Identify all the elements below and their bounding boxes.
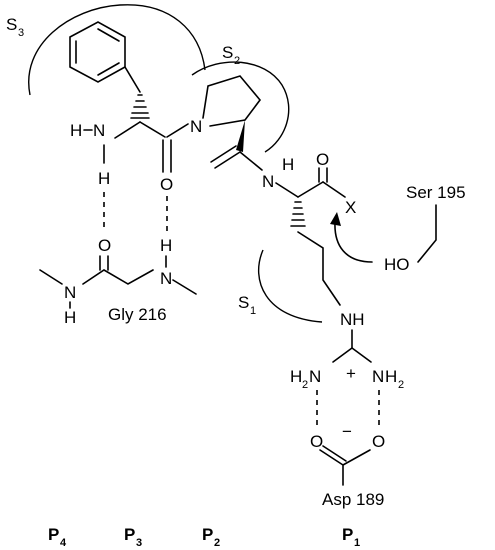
p1-alpha-hash-bond	[290, 201, 306, 227]
p1-nh-n-label: N	[262, 172, 274, 191]
p1-label-main: P	[342, 525, 353, 544]
s1-label-main: S	[238, 293, 249, 312]
ser-ho-label: HO	[384, 255, 410, 274]
guanidinium-right-h: H	[385, 367, 397, 386]
s2-label: S 2	[222, 43, 240, 67]
gly-n-left-h-label: H	[64, 308, 76, 327]
p1-carbonyl-bond	[318, 167, 328, 183]
arg-side-chain	[297, 231, 341, 306]
gly-216-label: Gly 216	[108, 305, 167, 324]
p1-alpha-to-carbonyl-bond	[297, 181, 324, 198]
pro-alpha-wedge	[236, 120, 245, 152]
pro-carbonyl-bond	[210, 145, 241, 169]
guanidinium-right-n: N	[372, 367, 384, 386]
p3-label-sub: 3	[136, 537, 142, 549]
p2-label-sub: 2	[214, 537, 220, 549]
p3-nh-h-lower: H	[98, 169, 110, 188]
benzene-inner-bonds	[75, 28, 120, 76]
ser-side-chain	[417, 204, 437, 263]
p3-label: P 3	[124, 525, 142, 549]
s1-label-sub: 1	[250, 305, 256, 317]
s2-label-sub: 2	[234, 55, 240, 67]
p4-label-sub: 4	[60, 537, 67, 549]
guanidinium-right-2: 2	[398, 379, 404, 391]
guanidinium-left-n: N	[309, 367, 321, 386]
guanidinium-plus: +	[346, 364, 356, 383]
p4-label-main: P	[48, 525, 59, 544]
s3-label-sub: 3	[18, 27, 24, 39]
s2-label-main: S	[222, 43, 233, 62]
p1-n-to-alpha-bond	[275, 182, 299, 198]
s3-pocket-arc	[28, 4, 206, 96]
p3-label-main: P	[124, 525, 135, 544]
s2-pocket-arc	[191, 61, 290, 153]
p4-label: P 4	[48, 525, 67, 549]
p2-label: P 2	[202, 525, 220, 549]
guanidinium-bonds	[332, 347, 372, 363]
p1-label: P 1	[342, 525, 360, 549]
guanidinium-left-h: H	[290, 367, 302, 386]
s1-pocket-arc	[258, 249, 323, 323]
p1-carbonyl-o-label: O	[316, 150, 329, 169]
p1-carbonyl-to-x-bond	[322, 181, 346, 198]
gly-n-left-label: N	[64, 283, 76, 302]
gly-n-right-label: N	[160, 269, 172, 288]
p3-carbonyl-bond	[162, 139, 172, 173]
leaving-group-x-label: X	[345, 198, 356, 217]
asp-minus-label: −	[342, 422, 352, 441]
p3-alpha-hash-bond	[130, 94, 150, 119]
asp-o-left-label: O	[310, 432, 323, 451]
p3-carbonyl-to-n-bond	[166, 123, 189, 138]
p3-alpha-to-carbonyl-bond	[139, 121, 166, 138]
p3-alpha-to-n-bond	[114, 121, 141, 139]
asp-carboxylate-bonds	[319, 445, 371, 486]
p1-nh-h-label: H	[282, 155, 294, 174]
p2-label-main: P	[202, 525, 213, 544]
arg-nh-label: NH	[340, 310, 365, 329]
guanidinium-left-2: 2	[302, 379, 308, 391]
s3-label: S 3	[6, 15, 24, 39]
pro-n-label: N	[190, 117, 202, 136]
nucleophilic-attack-arrow	[334, 221, 373, 263]
gly-backbone	[39, 269, 197, 295]
p3-carbonyl-o-label: O	[160, 175, 173, 194]
pro-carbonyl-to-nh-bond	[239, 151, 263, 171]
s3-label-main: S	[6, 15, 17, 34]
asp-189-label: Asp 189	[322, 490, 384, 509]
proline-ring	[202, 75, 262, 127]
benzene-ring	[69, 21, 126, 83]
benzyl-ch2-bond	[124, 66, 141, 93]
ser-195-label: Ser 195	[406, 183, 466, 202]
gly-o-label: O	[98, 236, 111, 255]
p3-nh-n-label: N	[93, 121, 105, 140]
gly-nh-h-label: H	[160, 236, 172, 255]
p3-nh-h-label: H	[70, 121, 82, 140]
gly-carbonyl-bond	[99, 255, 109, 271]
asp-o-right-label: O	[372, 432, 385, 451]
s1-label: S 1	[238, 293, 256, 317]
nucleophilic-attack-arrowhead	[330, 212, 341, 226]
p1-label-sub: 1	[354, 537, 360, 549]
